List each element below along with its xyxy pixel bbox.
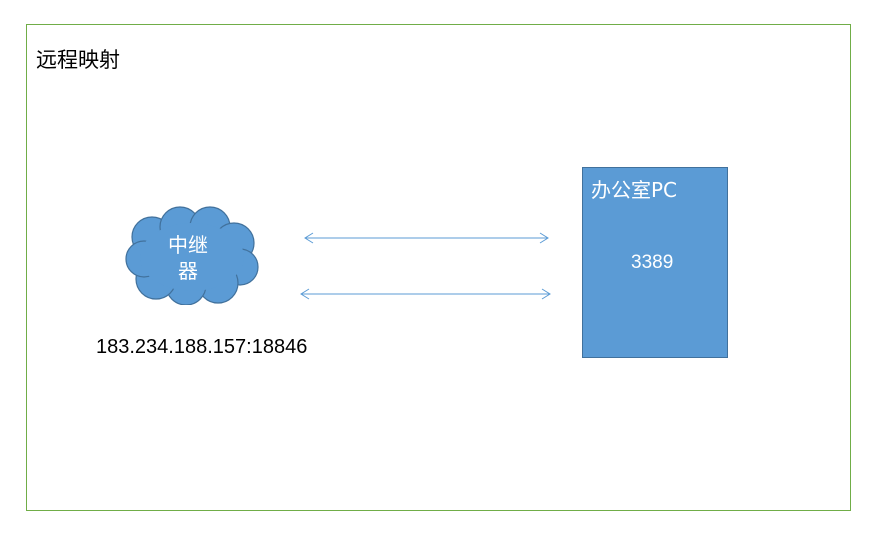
office-pc-port: 3389 bbox=[631, 252, 674, 273]
relay-label: 中继 器 bbox=[148, 232, 228, 284]
diagram-title: 远程映射 bbox=[36, 48, 120, 72]
office-pc-title: 办公室PC bbox=[591, 178, 678, 202]
diagram-frame bbox=[26, 24, 851, 511]
office-pc-box: 办公室PC 3389 bbox=[582, 167, 728, 358]
relay-label-line2: 器 bbox=[178, 259, 198, 283]
relay-cloud-icon bbox=[125, 206, 259, 305]
relay-address: 183.234.188.157:18846 bbox=[96, 336, 308, 358]
relay-label-line1: 中继 bbox=[168, 233, 208, 257]
